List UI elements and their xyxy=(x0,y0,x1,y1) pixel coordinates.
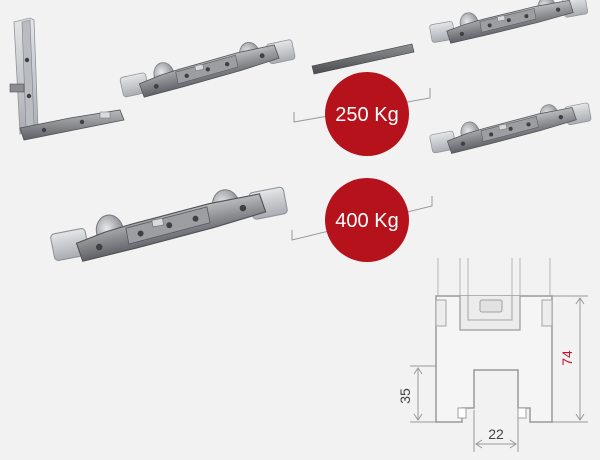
dimension-height-label: 74 xyxy=(559,350,575,366)
dimension-slot-label: 22 xyxy=(488,426,504,442)
roller-carriage-icon xyxy=(117,32,298,102)
dimension-rail-label: 35 xyxy=(397,388,413,404)
dimension-slot xyxy=(473,410,519,452)
load-badge-250: 250 Kg xyxy=(325,72,409,156)
dimension-height xyxy=(552,295,588,423)
load-badge-label: 250 Kg xyxy=(335,104,398,126)
load-badge-label: 400 Kg xyxy=(335,210,398,232)
profile-cross-section xyxy=(435,258,553,423)
roller-carriage-icon xyxy=(47,177,291,268)
guide-rod-icon xyxy=(311,43,415,75)
roller-carriage-icon xyxy=(427,0,590,47)
corner-bracket-icon xyxy=(9,17,125,141)
load-badge-400: 400 Kg xyxy=(325,178,409,262)
roller-carriage-icon xyxy=(427,96,594,158)
dimension-rail xyxy=(410,365,436,423)
